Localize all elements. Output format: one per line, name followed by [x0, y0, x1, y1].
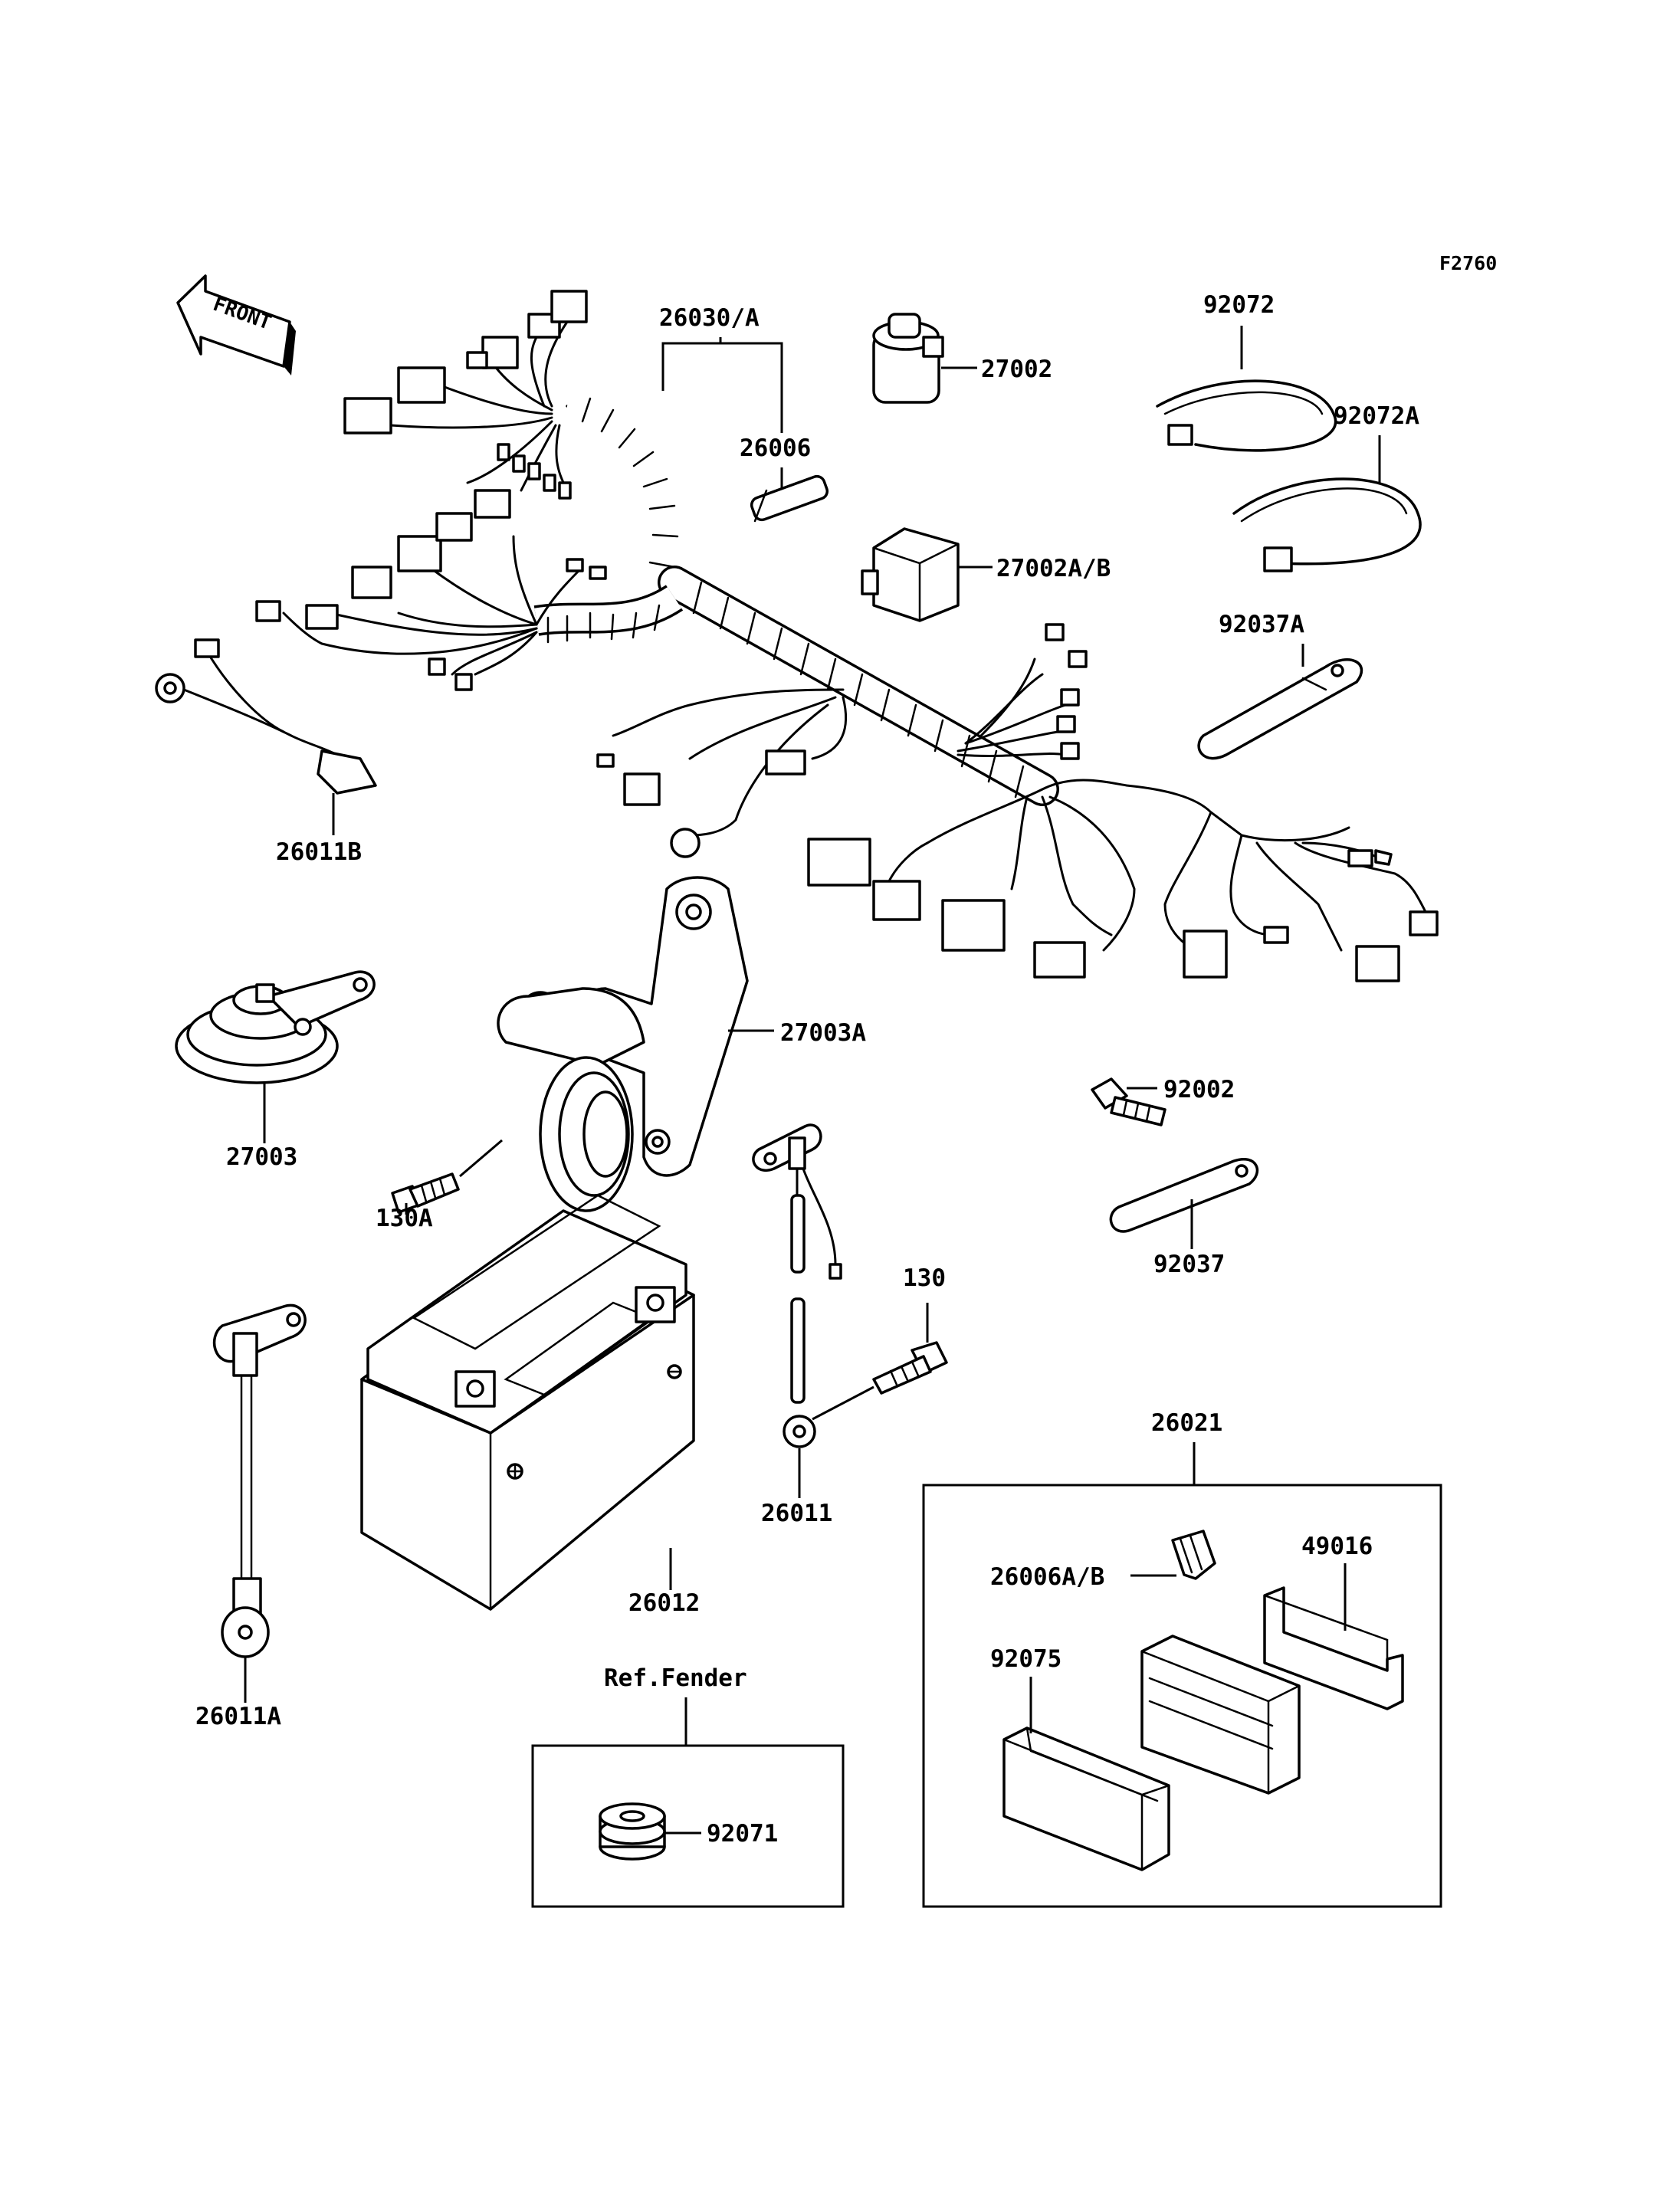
cover-92075 — [1002, 1726, 1170, 1871]
bolt-92002 — [1091, 1077, 1166, 1126]
label-92072: 92072 — [1203, 291, 1275, 319]
label-92002: 92002 — [1163, 1076, 1235, 1103]
strap-92037a — [1197, 658, 1363, 760]
ref-fender-box — [531, 1744, 845, 1908]
label-92072a: 92072A — [1334, 402, 1419, 430]
label-26011a: 26011A — [195, 1703, 281, 1730]
label-26012: 26012 — [628, 1589, 700, 1617]
label-92037: 92037 — [1153, 1251, 1225, 1278]
label-26006ab: 26006A/B — [990, 1563, 1104, 1591]
label-26030a: 26030/A — [659, 304, 760, 332]
fuse-26006ab — [1171, 1530, 1216, 1580]
lead-26011 — [752, 1123, 842, 1448]
bolt-130 — [872, 1341, 948, 1395]
label-130: 130 — [903, 1264, 946, 1292]
strap-92037 — [1109, 1158, 1258, 1233]
horn-bracket-27003a — [497, 876, 749, 1212]
battery-26012 — [360, 1194, 695, 1611]
label-ref-fender: Ref.Fender — [604, 1664, 747, 1692]
label-26021: 26021 — [1151, 1409, 1222, 1437]
label-27002: 27002 — [981, 356, 1052, 383]
relay-27002ab — [861, 527, 960, 622]
label-92071: 92071 — [707, 1820, 778, 1848]
horn-27003 — [175, 970, 376, 1084]
relay-27002 — [872, 313, 944, 404]
label-92037a: 92037A — [1219, 611, 1304, 638]
fuse-box — [1140, 1635, 1301, 1795]
fuse-26006 — [750, 474, 829, 523]
label-130a: 130A — [376, 1205, 433, 1232]
figure-code: F2760 — [1439, 252, 1497, 274]
front-arrow-icon: FRONT — [176, 274, 296, 375]
label-27003a: 27003A — [780, 1019, 866, 1047]
label-26006: 26006 — [740, 434, 811, 462]
kit-26021-box — [922, 1484, 1442, 1908]
label-27002ab: 27002A/B — [996, 555, 1111, 582]
lead-26011b — [155, 638, 377, 795]
bolt-130a — [391, 1172, 460, 1214]
lead-26011a — [213, 1303, 307, 1658]
label-92075: 92075 — [990, 1645, 1061, 1673]
label-27003: 27003 — [226, 1143, 297, 1171]
wiring-harness — [255, 290, 1439, 982]
cable-tie-92072 — [1156, 379, 1337, 452]
bracket-49016 — [1263, 1586, 1404, 1710]
label-49016: 49016 — [1301, 1533, 1373, 1560]
cable-tie-92072a — [1232, 477, 1422, 572]
label-26011b: 26011B — [276, 838, 362, 866]
label-26011: 26011 — [761, 1500, 832, 1527]
grommet-92071 — [599, 1802, 666, 1861]
